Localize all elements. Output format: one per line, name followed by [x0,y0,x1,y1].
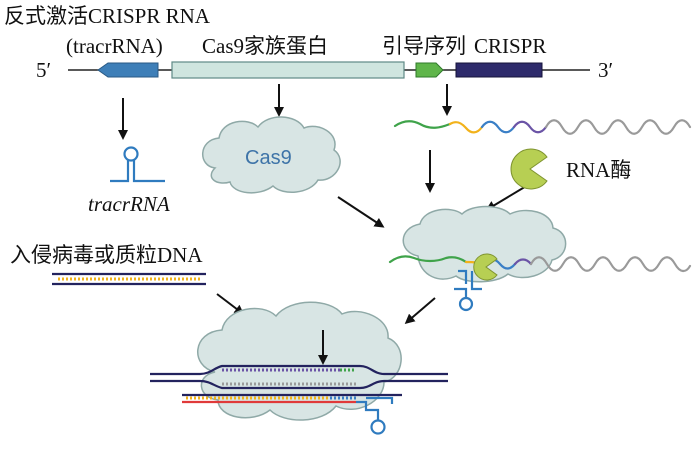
five-prime-label: 5′ [36,58,52,82]
arrow-icon [216,293,245,315]
target-dna-complex [150,364,448,435]
arrow-icon [337,196,385,228]
dna-double-strand-icon [52,272,206,286]
arrow-icon [485,184,529,211]
tracrrna-hairpin-icon [454,269,482,312]
tracrrna-label: tracrRNA [88,192,170,216]
rnase-label: RNA酶 [566,158,632,182]
cloud-icon [197,301,402,421]
cas9-gene-block [171,61,405,79]
crispr-label: CRISPR [474,34,547,58]
cas9-cloud-label: Cas9 [245,147,292,169]
rnase-pacman-icon [510,148,548,190]
tracrrna-hairpin-icon [110,146,165,183]
tracr-gene-block [97,62,159,78]
cloud-icon [402,205,567,283]
tracr-label-line2: (tracrRNA) [66,34,163,58]
three-prime-label: 3′ [598,58,614,82]
tracr-label-line1: 反式激活CRISPR RNA [4,4,210,28]
cloud-icon [202,116,341,194]
rnase-pacman-icon [473,253,498,281]
guide-gene-block [415,62,444,78]
crispr-gene-block [455,62,543,78]
cas9-family-label: Cas9家族蛋白 [202,34,328,58]
arrow-icon [404,297,436,324]
crispr-rna-strand [393,119,692,135]
invading-dna-label: 入侵病毒或质粒DNA [10,243,203,267]
guide-seq-label: 引导序列 [382,34,466,58]
